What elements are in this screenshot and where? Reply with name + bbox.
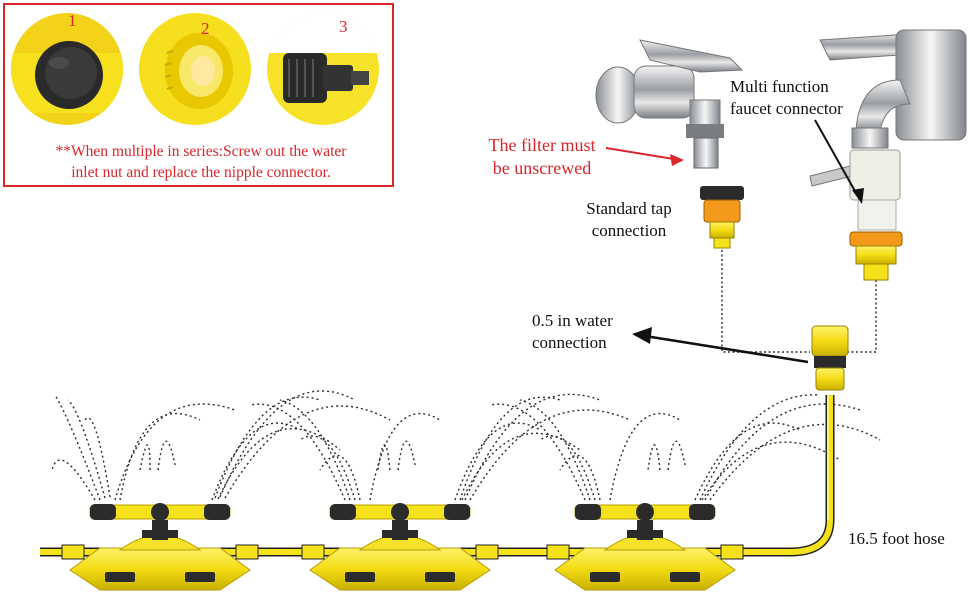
- inset-note-line-1: **When multiple in series:Screw out the …: [55, 143, 347, 160]
- filter-label: The filter must be unscrewed: [472, 134, 612, 180]
- standard-tap-connector: [700, 186, 744, 249]
- arrows: [605, 119, 864, 364]
- standard-tap-label-line-1: Standard tap: [586, 199, 672, 218]
- inset-note-line-2: inlet nut and replace the nipple connect…: [71, 164, 331, 181]
- photo-inlet-nut: [11, 13, 123, 125]
- sprinkler-2: [301, 503, 499, 591]
- faucet-right: [819, 29, 967, 149]
- sprinkler-3: [546, 503, 744, 591]
- water-connection-label-line-1: 0.5 in water: [532, 311, 613, 330]
- photo-nipple-connector: [267, 13, 379, 125]
- standard-tap-label-line-2: connection: [591, 221, 667, 240]
- inlet-nut-image: [11, 13, 123, 125]
- multi-function-label: Multi function faucet connector: [730, 76, 890, 120]
- sprinkler-1: [61, 503, 259, 591]
- photo-threaded-inlet: [139, 13, 251, 125]
- filter-label-line-1: The filter must: [488, 135, 596, 155]
- faucet-left: [595, 39, 744, 169]
- filter-label-line-2: be unscrewed: [492, 158, 592, 178]
- inset-note: **When multiple in series:Screw out the …: [13, 141, 389, 183]
- multi-function-connector: [809, 149, 903, 281]
- spray-arcs: [51, 250, 881, 501]
- standard-tap-label: Standard tap connection: [570, 198, 688, 242]
- step-number-2: 2: [201, 19, 210, 38]
- nipple-connector-image: [267, 13, 379, 125]
- inset-panel: 1 2: [3, 3, 394, 187]
- threaded-inlet-image: [139, 13, 251, 125]
- multi-function-label-line-1: Multi function: [730, 77, 829, 96]
- hose-connector: [811, 325, 849, 391]
- step-number-3: 3: [339, 17, 348, 36]
- multi-function-label-line-2: faucet connector: [730, 99, 843, 118]
- water-connection-label: 0.5 in water connection: [532, 310, 652, 354]
- water-connection-label-line-2: connection: [532, 333, 607, 352]
- hose: [40, 395, 835, 557]
- step-number-1: 1: [68, 11, 77, 30]
- hose-length-label: 16.5 foot hose: [848, 529, 945, 548]
